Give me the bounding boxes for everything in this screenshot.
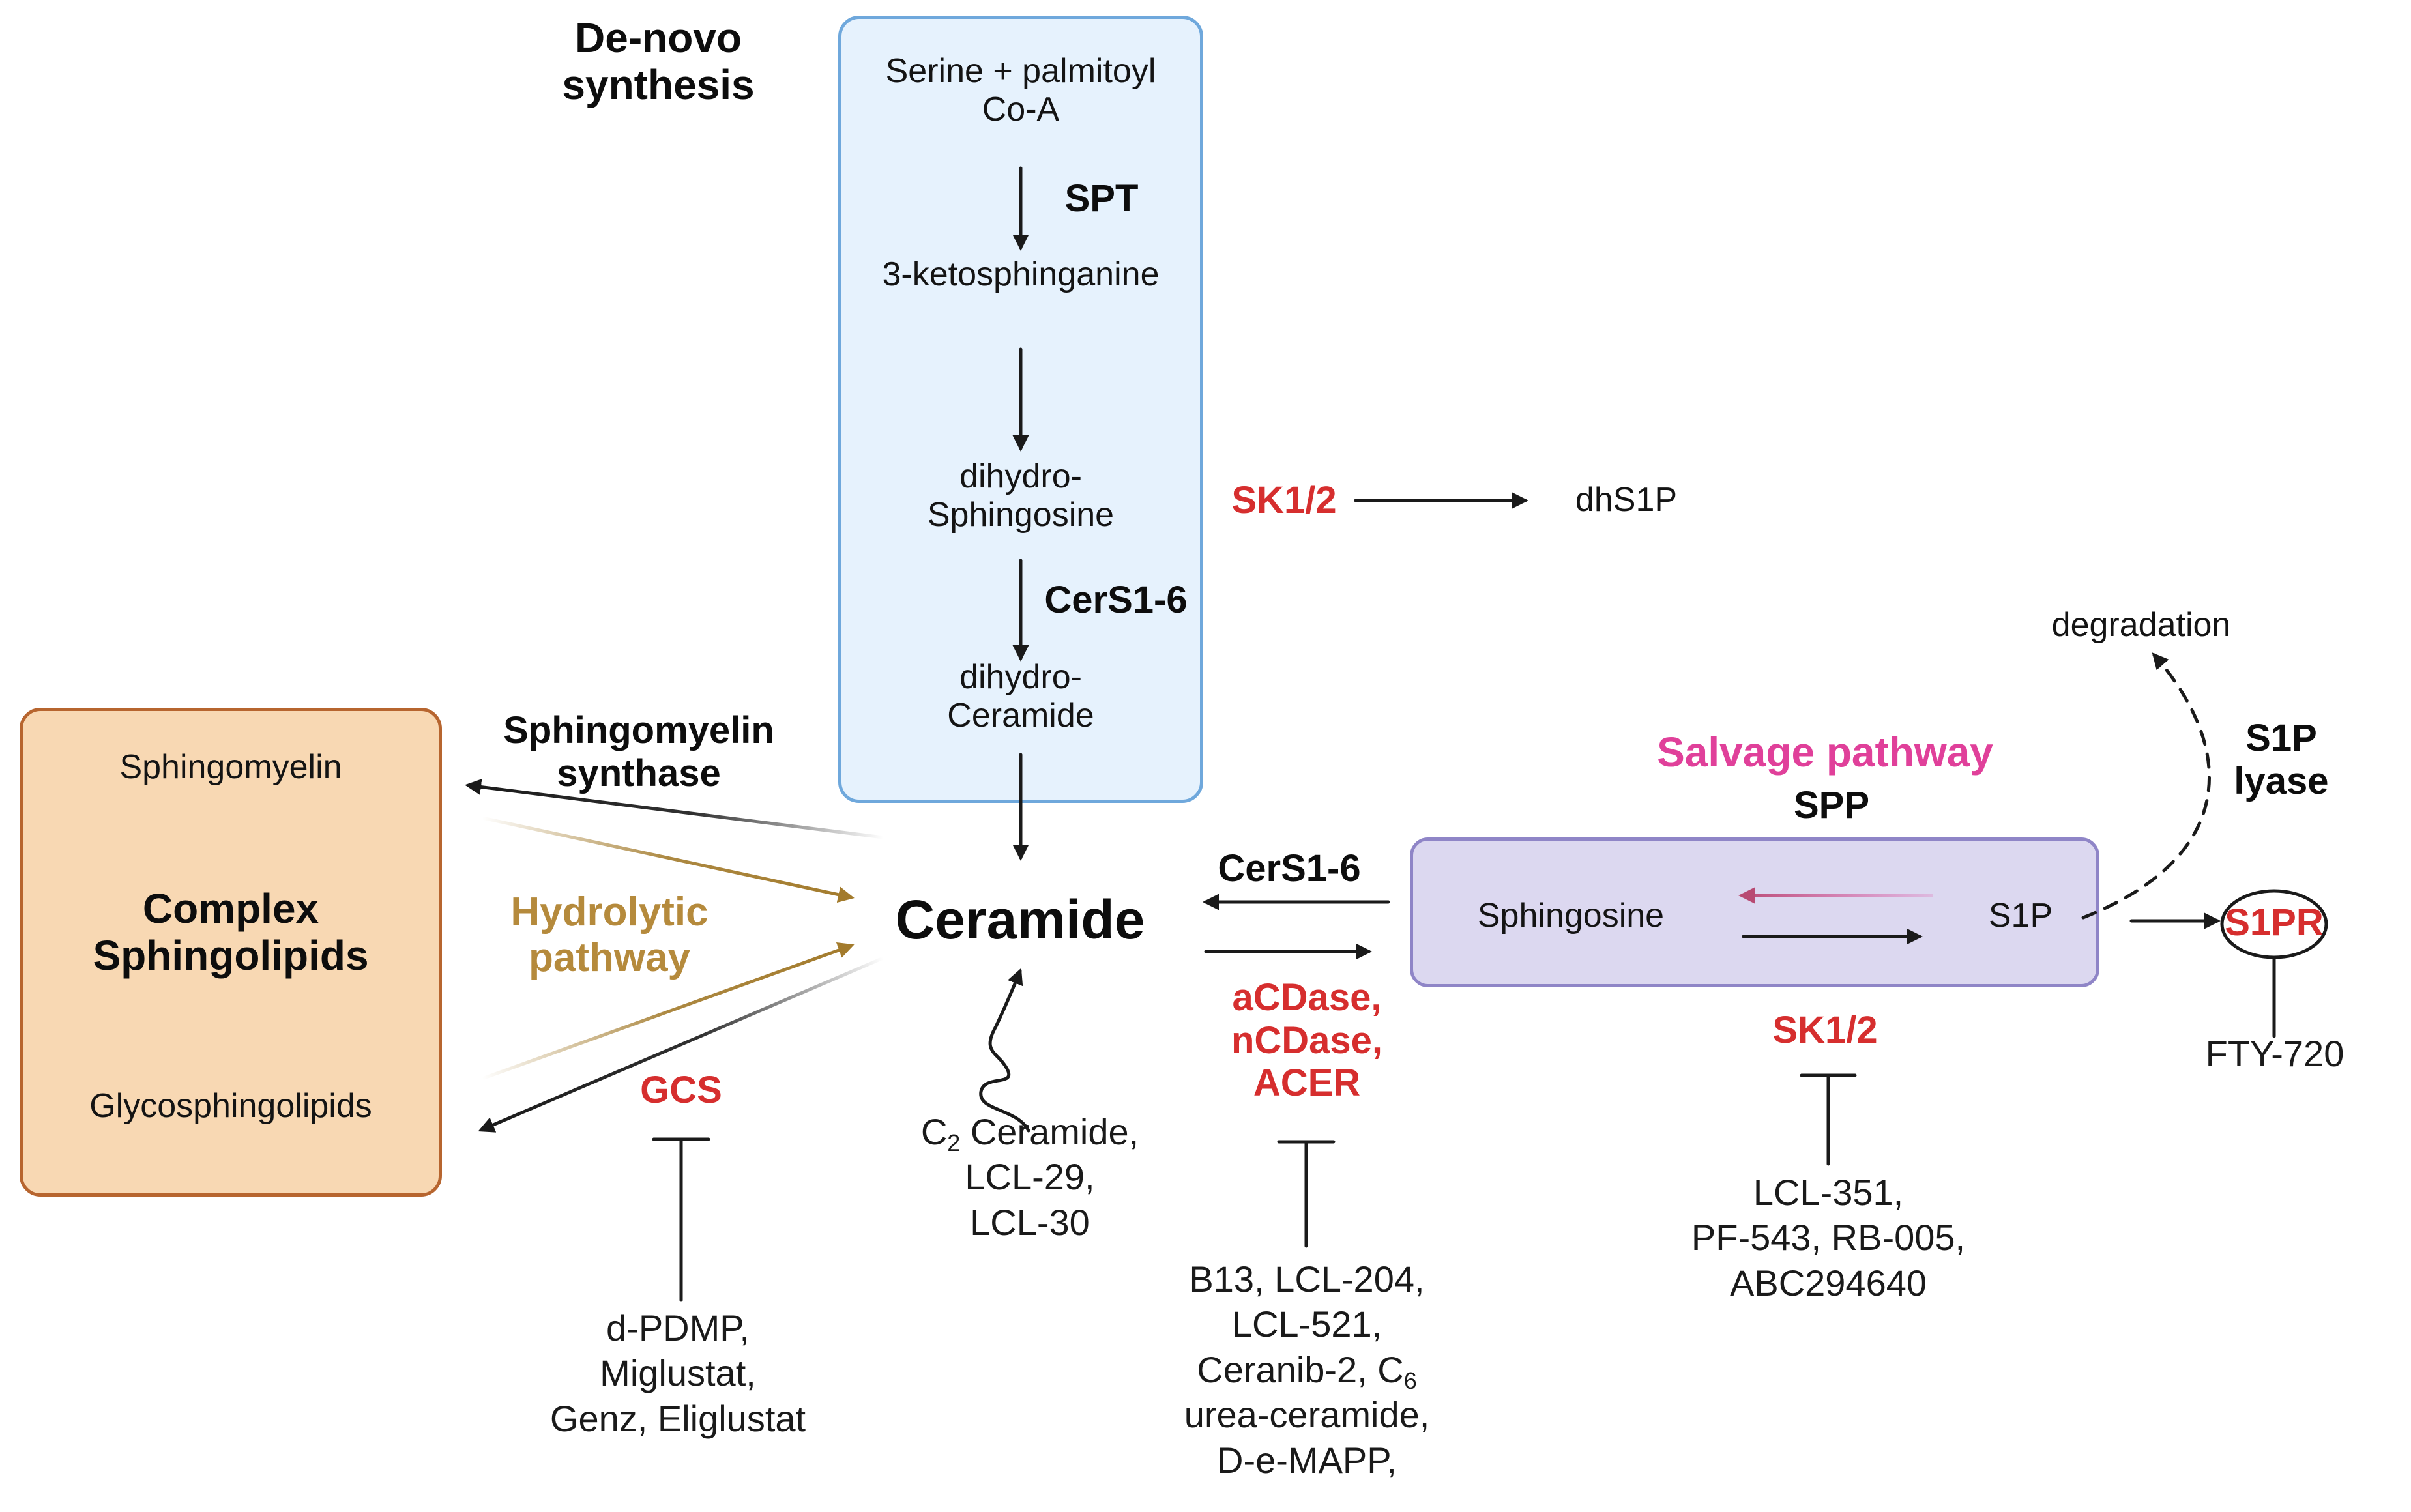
salvage-box xyxy=(1410,837,2099,987)
glycosphingolipids-label: Glycosphingolipids xyxy=(89,1087,372,1125)
s1pr-receptor-ellipse xyxy=(2220,889,2328,959)
cdase-inh-line4: urea-ceramide, xyxy=(1184,1394,1430,1436)
sphingosine-label: Sphingosine xyxy=(1477,897,1665,935)
c2-ceramide-c: C xyxy=(920,1111,948,1152)
arrow-glyco-to-ceramide xyxy=(482,942,855,1081)
c2-ceramide-rest: Ceramide, xyxy=(960,1111,1139,1152)
ceramide-label: Ceramide xyxy=(895,889,1145,950)
cers-enzyme-mid: CerS1-6 xyxy=(1218,847,1361,890)
cers-enzyme-top: CerS1-6 xyxy=(1044,579,1188,621)
sk-enzyme-bottom: SK1/2 xyxy=(1772,1009,1878,1051)
cdase-inh-line2: LCL-521, xyxy=(1231,1303,1382,1345)
c2-subscript: 2 xyxy=(947,1129,961,1156)
degradation-label: degradation xyxy=(2051,606,2231,644)
arrow-ceramide-to-glyco xyxy=(478,956,884,1133)
arrow-s1p-lyase-degradation xyxy=(2081,652,2211,920)
s1pr-label: S1PR xyxy=(2225,901,2324,944)
sk-enzyme-dhs1p: SK1/2 xyxy=(1231,479,1337,521)
sphingomyelin-synthase: Sphingomyelin synthase xyxy=(503,709,774,794)
dihydro-ceramide: dihydro- Ceramide xyxy=(947,658,1094,734)
complex-sphingolipids-box xyxy=(20,708,442,1197)
spt-enzyme: SPT xyxy=(1064,177,1139,220)
sphingomyelin-label: Sphingomyelin xyxy=(119,748,342,786)
salvage-pathway-title: Salvage pathway xyxy=(1657,729,1993,776)
arrow-sphingomyelin-to-ceramide xyxy=(482,816,855,903)
spp-enzyme: SPP xyxy=(1793,784,1870,826)
c6-subscript: 6 xyxy=(1403,1367,1417,1394)
gcs-inhibitors: d-PDMP, Miglustat, Genz, Eliglustat xyxy=(549,1307,806,1439)
s1p-label: S1P xyxy=(1988,897,2053,935)
fty-720-label: FTY-720 xyxy=(2205,1033,2345,1074)
sk-inhibitors: LCL-351, PF-543, RB-005, ABC294640 xyxy=(1691,1172,1966,1303)
cdase-inh-line1: B13, LCL-204, xyxy=(1189,1258,1425,1300)
ketosphinganine: 3-ketosphinganine xyxy=(882,255,1160,293)
ceramide-analogs-lcl: LCL-29, LCL-30 xyxy=(965,1156,1095,1243)
arrow-ceramide-to-sphingomyelin xyxy=(465,779,884,839)
dihydro-sphingosine: dihydro- Sphingosine xyxy=(927,458,1115,534)
complex-sphingolipids-title: Complex Sphingolipids xyxy=(93,885,369,980)
gcs-enzyme: GCS xyxy=(640,1069,722,1111)
dhs1p-product: dhS1P xyxy=(1575,481,1678,519)
arrow-c2-ceramide-curl xyxy=(979,968,1030,1133)
cdase-inh-line5: D-e-MAPP, xyxy=(1217,1439,1397,1481)
cdase-inh-line3: Ceranib-2, C xyxy=(1197,1348,1404,1390)
serine-palmitoyl-coa: Serine + palmitoyl Co-A xyxy=(885,52,1156,128)
ceramide-analogs: C2 Ceramide,LCL-29, LCL-30 xyxy=(873,1109,1186,1245)
de-novo-title: De-novo synthesis xyxy=(562,14,755,109)
s1p-lyase: S1P lyase xyxy=(2234,717,2329,802)
ceramidase-enzymes: aCDase, nCDase, ACER xyxy=(1231,976,1383,1105)
hydrolytic-pathway: Hydrolytic pathway xyxy=(510,890,709,981)
